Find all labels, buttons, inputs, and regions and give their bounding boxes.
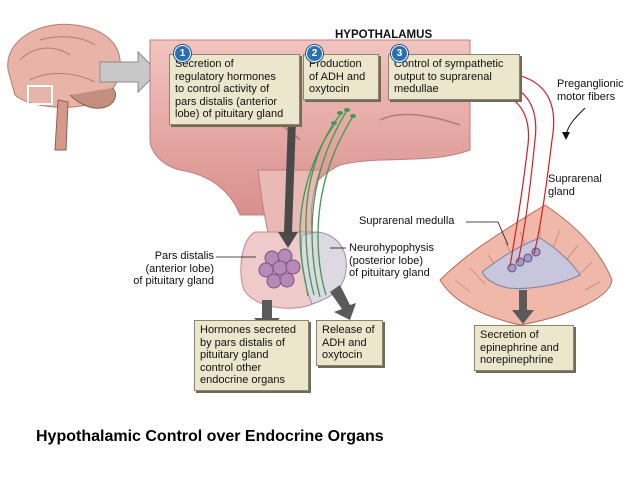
suprarenal-gland-label: Suprarenal gland <box>548 173 602 198</box>
secretion-output-line: Secretion of <box>480 329 539 341</box>
step-2-badge: 2 <box>306 45 323 62</box>
secretion-output-line: epinephrine and <box>480 341 559 354</box>
neurohypophysis-line: of pituitary gland <box>349 267 430 279</box>
step-3-badge: 3 <box>391 45 408 62</box>
hormones-output-line: Hormones secreted <box>200 324 296 336</box>
cell-cluster <box>258 248 301 289</box>
brain-inset-icon <box>7 23 121 151</box>
secretion-arrow <box>512 290 534 324</box>
step-1-line: Secretion of <box>175 58 234 70</box>
secretion-output-line: norepinephrine <box>480 354 554 366</box>
hormones-output-line: by pars distalis of <box>200 336 285 349</box>
neurohypophysis-line: (posterior lobe) <box>349 254 423 267</box>
medulla-cells <box>507 247 541 273</box>
step-2-line: of ADH and <box>309 70 366 83</box>
pars-distalis-line: (anterior lobe) <box>145 262 214 275</box>
release-output-line: oxytocin <box>322 349 363 361</box>
release-output-line: ADH and <box>322 336 367 349</box>
suprarenal-medulla-label: Suprarenal medulla <box>359 215 455 227</box>
suprarenal-gland-line: gland <box>548 185 575 198</box>
step-3-callout: Control of sympathetic output to suprare… <box>388 54 520 100</box>
step-1-line: regulatory hormones <box>175 70 276 83</box>
figure-caption: Hypothalamic Control over Endocrine Orga… <box>36 428 384 445</box>
neuron-bodies <box>331 108 356 125</box>
pars-distalis-label: Pars distalis (anterior lobe) of pituita… <box>112 250 214 288</box>
preganglionic-label: Preganglionic motor fibers <box>557 78 624 103</box>
preganglionic-line: Preganglionic <box>557 78 624 90</box>
step-1-line: pars distalis (anterior <box>175 95 278 108</box>
neurohypophysis-label: Neurohypophysis (posterior lobe) of pitu… <box>349 242 434 280</box>
region-title: HYPOTHALAMUS <box>335 29 433 41</box>
pars-distalis-line: of pituitary gland <box>133 275 214 287</box>
suprarenal-medulla <box>481 237 581 289</box>
neurosecretory-axons <box>299 111 353 298</box>
step-1-line: to control activity of <box>175 83 270 95</box>
release-arrow <box>330 285 356 320</box>
hormones-output-line: control other <box>200 361 262 374</box>
regulatory-arrow <box>278 120 298 248</box>
zoom-arrow <box>99 50 159 94</box>
preganglionic-pointer <box>565 107 586 136</box>
neurohypophysis-line: Neurohypophysis <box>349 242 434 254</box>
step-3-line: Control of sympathetic <box>394 58 504 70</box>
release-output-callout: Release of ADH and oxytocin <box>316 320 383 366</box>
pars-distalis-line: Pars distalis <box>154 250 214 262</box>
hormones-output-line: endocrine organs <box>200 374 286 386</box>
step-2-callout: Production of ADH and oxytocin <box>303 54 379 100</box>
step-1-badge: 1 <box>174 45 191 62</box>
step-2-line: oxytocin <box>309 83 350 95</box>
hormones-output-line: pituitary gland <box>200 349 269 361</box>
secretion-output-callout: Secretion of epinephrine and norepinephr… <box>474 325 574 371</box>
suprarenal-gland-line: Suprarenal <box>548 173 602 185</box>
step-1-callout: Secretion of regulatory hormones to cont… <box>169 54 300 125</box>
step-1-line: lobe) of pituitary gland <box>175 108 284 120</box>
step-3-line: medullae <box>394 83 439 95</box>
preganglionic-line: motor fibers <box>557 90 616 103</box>
step-3-line: output to suprarenal <box>394 70 492 83</box>
step-2-line: Production <box>309 58 362 70</box>
release-output-line: Release of <box>322 324 375 336</box>
hormones-output-callout: Hormones secreted by pars distalis of pi… <box>194 320 309 391</box>
